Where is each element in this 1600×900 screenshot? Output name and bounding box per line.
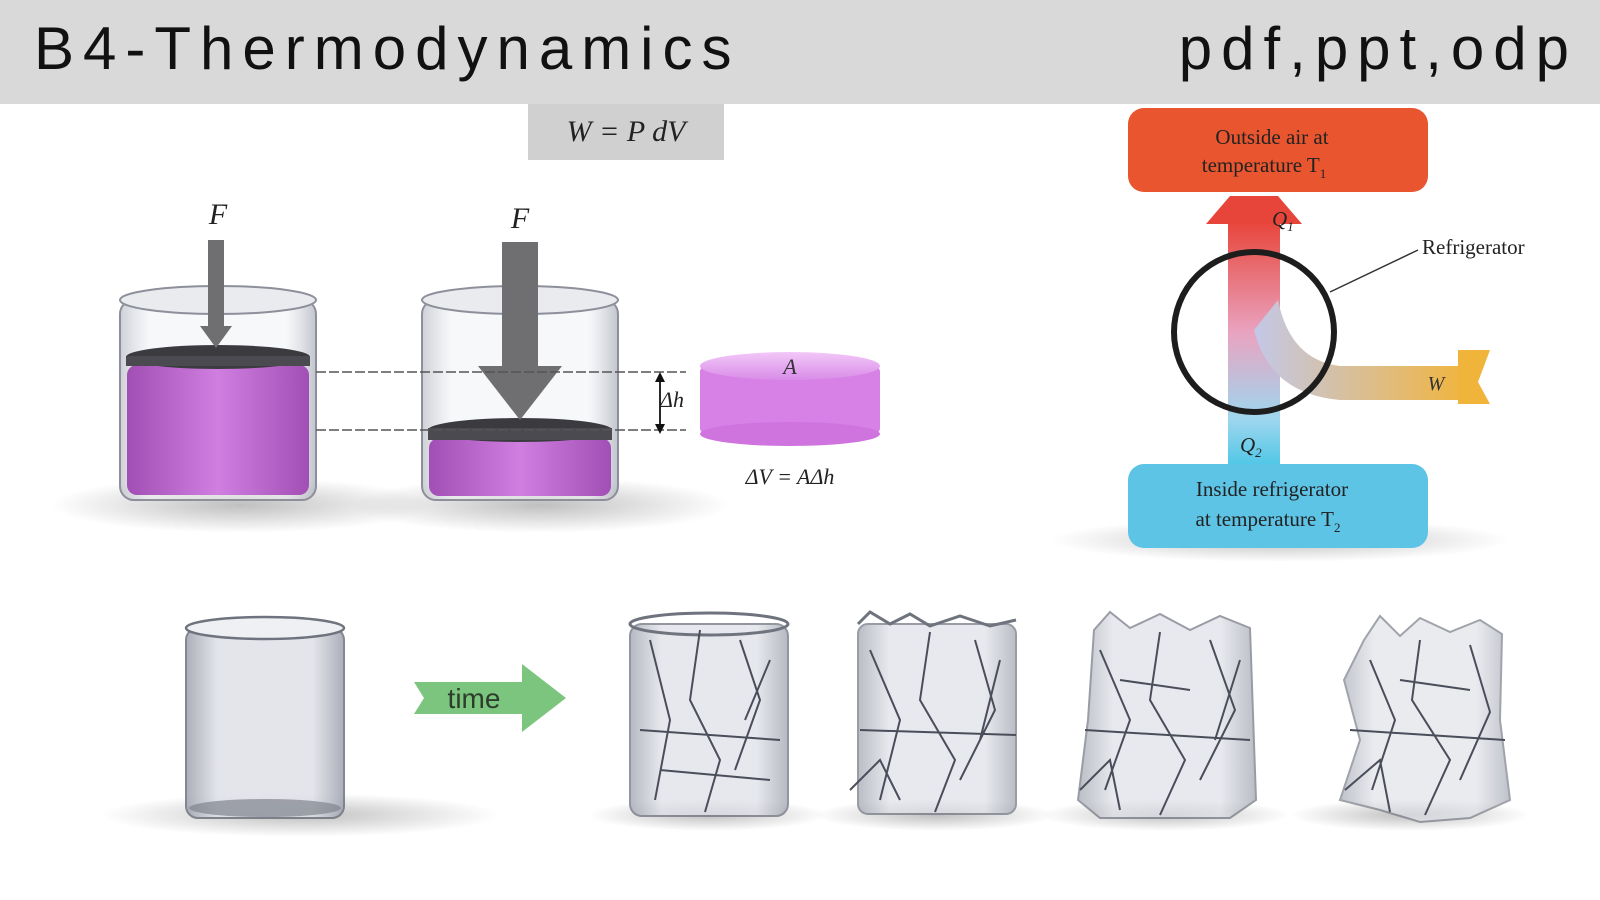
- inside-sub: 2: [1334, 520, 1341, 535]
- outside-air-line1: Outside air at: [1215, 125, 1328, 149]
- work-arrow: [1254, 300, 1470, 400]
- cracked-glass-4: [1290, 614, 1530, 831]
- inside-line1: Inside refrigerator: [1196, 477, 1348, 501]
- force-label-2: F: [510, 202, 530, 235]
- cylinder-initial: [119, 240, 317, 501]
- cracked-glass-3: [1040, 610, 1290, 831]
- work-formula: W = P dV: [528, 104, 724, 160]
- header-bar: B4-Thermodynamics pdf,ppt,odp: [0, 0, 1600, 104]
- piston-diagram: F F Δh A ΔV = AΔh: [50, 198, 880, 533]
- refrigerator-ring: [1171, 249, 1337, 415]
- page-title: B4-Thermodynamics: [34, 15, 741, 82]
- refrigerator-label: Refrigerator: [1422, 235, 1525, 259]
- refrigerator-pointer: [1329, 249, 1419, 293]
- delta-h-label: Δh: [659, 387, 684, 412]
- time-label: time: [448, 683, 501, 714]
- entropy-sequence: time: [100, 610, 1530, 837]
- delta-v-formula: ΔV = AΔh: [745, 464, 835, 489]
- outside-air-sub: 1: [1320, 166, 1327, 181]
- inside-line2: at temperature T: [1196, 507, 1335, 531]
- file-formats: pdf,ppt,odp: [1178, 15, 1578, 82]
- refrigerator-diagram: Outside air at temperature T1 W Refriger…: [1050, 108, 1525, 562]
- svg-text:Q2: Q2: [1240, 433, 1262, 460]
- svg-text:at temperature T2: at temperature T2: [1196, 507, 1341, 535]
- cracked-glass-2: [815, 610, 1055, 831]
- q2-label: Q: [1240, 433, 1255, 457]
- time-arrow: [414, 664, 566, 732]
- intact-glass: [184, 615, 346, 819]
- volume-disk: [700, 352, 880, 446]
- cracked-glass-1: [588, 611, 828, 831]
- svg-text:temperature T1: temperature T1: [1202, 153, 1326, 181]
- q1-sub: 1: [1287, 219, 1294, 234]
- q2-sub: 2: [1255, 445, 1262, 460]
- cylinder-compressed: [421, 242, 619, 501]
- hot-reservoir: [1128, 108, 1428, 192]
- svg-text:Q1: Q1: [1272, 207, 1294, 234]
- work-label: W: [1428, 373, 1447, 395]
- force-label-1: F: [208, 198, 228, 231]
- q1-label: Q: [1272, 207, 1287, 231]
- area-label: A: [781, 354, 797, 379]
- outside-air-line2: temperature T: [1202, 153, 1320, 177]
- cold-reservoir: [1128, 464, 1428, 548]
